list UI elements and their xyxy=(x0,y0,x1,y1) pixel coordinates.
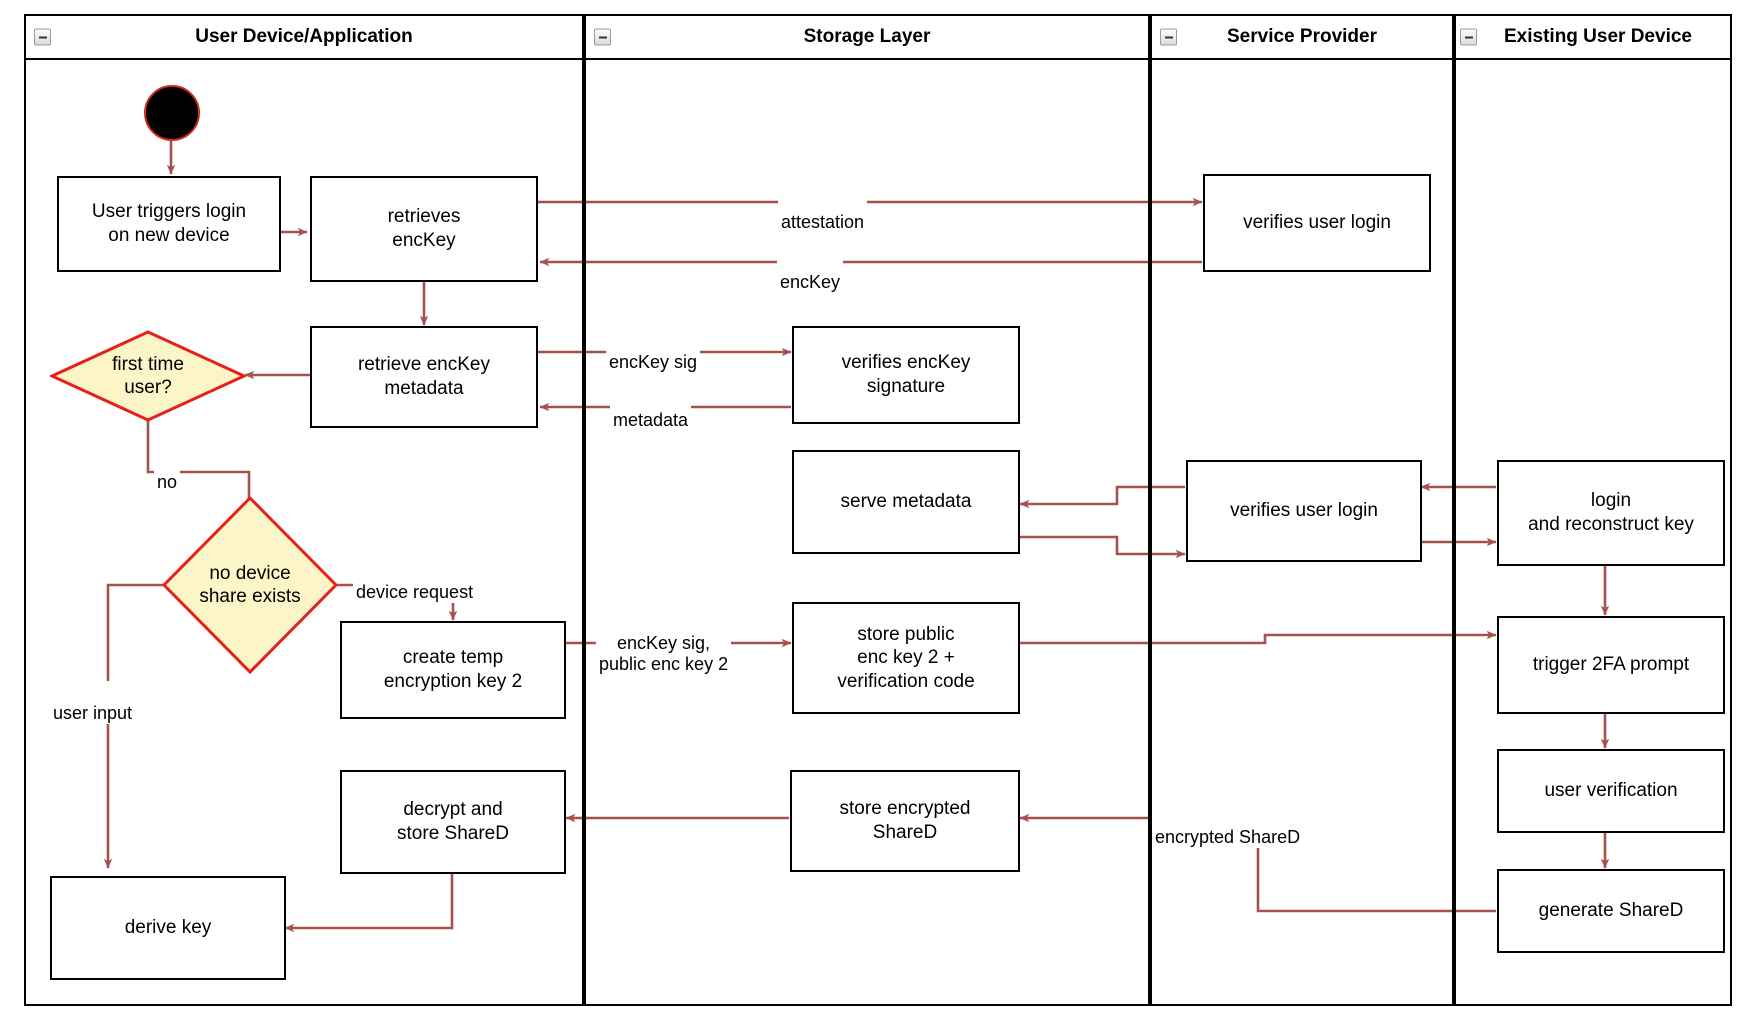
lane-header-user-device[interactable]: User Device/Application xyxy=(24,14,584,60)
activity-node-create-temp-encryption-key-2[interactable]: create temp encryption key 2 xyxy=(340,621,566,719)
activity-node-retrieves-enckey[interactable]: retrieves encKey xyxy=(310,176,538,282)
edge-label-enckey-sig-public-enc-key-2: encKey sig, public enc key 2 xyxy=(596,611,732,676)
node-label: serve metadata xyxy=(840,491,972,513)
node-label: User triggers login on new device xyxy=(91,201,247,246)
node-label: verifies user login xyxy=(1243,212,1391,234)
minus-box-icon[interactable] xyxy=(34,28,51,46)
edge-label-metadata: metadata xyxy=(610,388,692,432)
activity-node-verifies-user-login-1[interactable]: verifies user login xyxy=(1203,174,1431,272)
lane-header-existing-device[interactable]: Existing User Device xyxy=(1454,14,1732,60)
node-label: retrieve encKey metadata xyxy=(357,354,490,399)
activity-node-serve-metadata[interactable]: serve metadata xyxy=(792,450,1020,554)
minus-box-icon[interactable] xyxy=(594,28,611,46)
minus-box-icon[interactable] xyxy=(1460,28,1477,46)
node-label: verifies user login xyxy=(1230,500,1378,522)
activity-node-generate-shared[interactable]: generate ShareD xyxy=(1497,869,1725,953)
node-label: store public enc key 2 + verification co… xyxy=(837,623,975,692)
lane-title-user-device: User Device/Application xyxy=(195,26,413,47)
node-label: create temp encryption key 2 xyxy=(383,647,523,692)
edge-label-enckey-sig: encKey sig xyxy=(606,330,701,374)
lane-header-service[interactable]: Service Provider xyxy=(1150,14,1454,60)
edge-label-enckey: encKey xyxy=(777,250,844,294)
activity-node-user-triggers-login[interactable]: User triggers login on new device xyxy=(57,176,281,272)
node-label: user verification xyxy=(1544,780,1678,802)
activity-node-derive-key[interactable]: derive key xyxy=(50,876,286,980)
minus-box-icon[interactable] xyxy=(1160,28,1177,46)
edge-label-no: no xyxy=(154,450,181,494)
lane-title-storage: Storage Layer xyxy=(803,26,931,47)
activity-node-login-and-reconstruct-key[interactable]: login and reconstruct key xyxy=(1497,460,1725,566)
node-label: generate ShareD xyxy=(1538,900,1684,922)
lane-title-existing-device: Existing User Device xyxy=(1504,26,1692,47)
node-label: verifies encKey signature xyxy=(841,352,971,397)
edge-label-attestation: attestation xyxy=(778,190,868,234)
lane-header-storage[interactable]: Storage Layer xyxy=(584,14,1150,60)
edge-label-encrypted-shared: encrypted ShareD xyxy=(1152,805,1304,849)
activity-node-trigger-2fa-prompt[interactable]: trigger 2FA prompt xyxy=(1497,616,1725,714)
edge-label-device-request: device request xyxy=(353,560,477,604)
activity-node-verifies-enckey-signature[interactable]: verifies encKey signature xyxy=(792,326,1020,424)
node-label: trigger 2FA prompt xyxy=(1532,654,1690,676)
activity-node-store-public-enc-key-2[interactable]: store public enc key 2 + verification co… xyxy=(792,602,1020,714)
node-label: retrieves encKey xyxy=(387,206,461,251)
activity-node-retrieve-enckey-metadata[interactable]: retrieve encKey metadata xyxy=(310,326,538,428)
edge-label-user-input: user input xyxy=(50,681,136,725)
node-label: first time user? xyxy=(112,353,184,398)
node-label: no device share exists xyxy=(199,562,301,607)
node-label: derive key xyxy=(124,917,212,939)
node-label: store encrypted ShareD xyxy=(839,798,971,843)
activity-node-store-encrypted-shared[interactable]: store encrypted ShareD xyxy=(790,770,1020,872)
activity-node-verifies-user-login-2[interactable]: verifies user login xyxy=(1186,460,1422,562)
lane-title-service: Service Provider xyxy=(1227,26,1377,47)
decision-node-first-time-user[interactable]: first time user? xyxy=(50,330,246,422)
activity-node-user-verification[interactable]: user verification xyxy=(1497,749,1725,833)
node-label: login and reconstruct key xyxy=(1528,490,1694,535)
activity-node-decrypt-and-store-shared[interactable]: decrypt and store ShareD xyxy=(340,770,566,874)
decision-node-no-device-share-exists[interactable]: no device share exists xyxy=(162,496,338,674)
start-node xyxy=(144,85,200,141)
node-label: decrypt and store ShareD xyxy=(397,799,509,844)
